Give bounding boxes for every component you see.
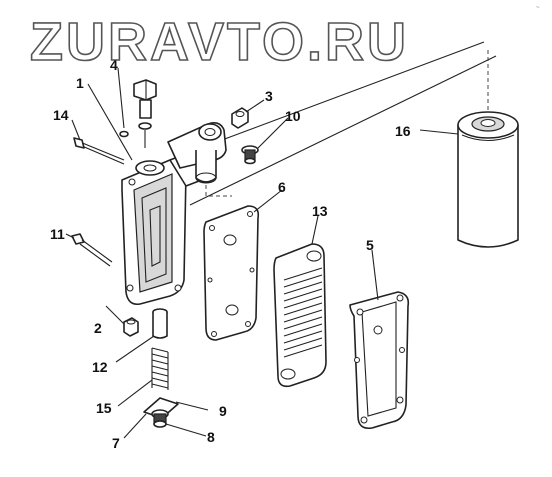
- corner-mark: ~: [536, 5, 540, 11]
- gasket-part-5: [349, 291, 410, 430]
- callout-7: 7: [112, 435, 120, 451]
- callout-11: 11: [50, 226, 65, 242]
- callout-10: 10: [285, 108, 301, 124]
- callout-1: 1: [76, 75, 84, 91]
- callout-6: 6: [278, 179, 286, 195]
- bolt-part-4: [133, 79, 157, 148]
- cooler-core-part-13: [273, 243, 327, 388]
- callout-9: 9: [219, 403, 227, 419]
- watermark-text: ZURAVTO.RU: [30, 12, 409, 72]
- bolt-part-11: [71, 233, 113, 267]
- callout-3: 3: [265, 88, 273, 104]
- callout-4: 4: [110, 57, 118, 73]
- oil-filter-part-16: [457, 111, 519, 248]
- callout-14: 14: [53, 107, 69, 123]
- callout-13: 13: [312, 203, 328, 219]
- plug-part-8: [151, 409, 169, 428]
- bolt-part-14: [73, 137, 125, 165]
- cooler-housing-part-1: [121, 122, 227, 306]
- callout-16: 16: [395, 123, 411, 139]
- leader-lines: [65, 67, 459, 439]
- alignment-lines: [189, 41, 497, 206]
- callout-12: 12: [92, 359, 108, 375]
- callout-2: 2: [94, 320, 102, 336]
- callout-5: 5: [366, 237, 374, 253]
- callout-8: 8: [207, 429, 215, 445]
- callout-15: 15: [96, 400, 112, 416]
- cap-part-2: [123, 317, 139, 337]
- plug-part-3: [231, 107, 249, 129]
- gasket-part-6: [203, 205, 260, 341]
- washer-icon: [119, 130, 129, 138]
- valve-plunger-part-12: [152, 308, 168, 339]
- plug-part-10: [241, 145, 259, 165]
- spring-part-15: [151, 347, 169, 390]
